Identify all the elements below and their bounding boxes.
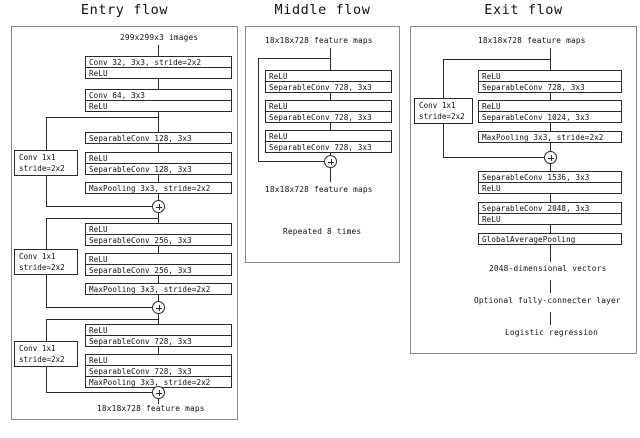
middle-flow-title: Middle flow	[274, 2, 371, 18]
entry-connector-input	[158, 45, 159, 56]
exit-connector-6	[550, 225, 551, 233]
entry-connector-14	[158, 399, 159, 404]
entry-connector-4	[158, 175, 159, 182]
entry-residual-1-line2: stride=2x2	[19, 164, 65, 173]
entry-skip1-left-upper	[46, 117, 47, 150]
entry-skip1-top	[46, 117, 159, 118]
entry-residual-3-line2: stride=2x2	[19, 355, 65, 364]
exit-tail-caption-2: Optional fully-connecter layer	[474, 296, 621, 305]
exit-tail-caption-3: Logistic regression	[505, 328, 598, 337]
entry-box-sep256b: SeparableConv 256, 3x3	[85, 264, 232, 276]
entry-connector-11	[158, 347, 159, 354]
entry-merge-3	[152, 386, 165, 399]
entry-box-sep128b: SeparableConv 128, 3x3	[85, 163, 232, 175]
entry-residual-1-line1: Conv 1x1	[19, 153, 56, 162]
middle-connector-4	[330, 168, 331, 182]
exit-skip-left-upper	[443, 59, 444, 98]
exit-tail-caption-1: 2048-dimensional vectors	[489, 264, 607, 273]
entry-connector-7	[158, 246, 159, 253]
exit-connector-8	[550, 280, 551, 293]
exit-connector-5	[550, 194, 551, 202]
entry-connector-9	[158, 295, 159, 301]
entry-skip2-left-lower	[46, 275, 47, 307]
entry-skip3-bottom	[46, 392, 152, 393]
exit-residual: Conv 1x1 stride=2x2	[414, 98, 473, 124]
exit-connector-7	[550, 245, 551, 262]
entry-skip1-bottom	[46, 206, 152, 207]
exit-skip-bottom	[443, 157, 544, 158]
exit-connector-9	[550, 312, 551, 325]
entry-output-caption: 18x18x728 feature maps	[97, 404, 205, 413]
exit-residual-line1: Conv 1x1	[419, 101, 456, 110]
exit-box-sep728: SeparableConv 728, 3x3	[478, 81, 622, 93]
exit-connector-4	[550, 164, 551, 171]
middle-connector-2	[330, 123, 331, 130]
entry-skip2-left-upper	[46, 218, 47, 249]
entry-connector-5	[158, 194, 159, 200]
exit-connector-1	[550, 93, 551, 100]
entry-connector-8	[158, 276, 159, 283]
middle-box-sep2: SeparableConv 728, 3x3	[265, 111, 392, 123]
entry-residual-2-line2: stride=2x2	[19, 263, 65, 272]
exit-input-caption: 18x18x728 feature maps	[478, 36, 586, 45]
entry-box-relu2: ReLU	[85, 100, 232, 112]
entry-connector-1	[158, 79, 159, 89]
middle-connector-input	[330, 48, 331, 70]
entry-box-sep728a: SeparableConv 728, 3x3	[85, 335, 232, 347]
entry-skip3-left-upper	[46, 319, 47, 341]
middle-connector-3	[330, 153, 331, 155]
entry-box-relu1: ReLU	[85, 67, 232, 79]
exit-box-gap: GlobalAveragePooling	[478, 233, 622, 245]
middle-skip-top	[258, 58, 331, 59]
middle-box-sep1: SeparableConv 728, 3x3	[265, 81, 392, 93]
entry-box-pool2: MaxPooling 3x3, stride=2x2	[85, 283, 232, 295]
exit-residual-line2: stride=2x2	[419, 112, 465, 121]
entry-skip3-top	[46, 319, 159, 320]
entry-residual-3: Conv 1x1 stride=2x2	[14, 341, 78, 367]
entry-input-caption: 299x299x3 images	[120, 33, 199, 42]
entry-residual-2: Conv 1x1 stride=2x2	[14, 249, 78, 275]
middle-output-caption: 18x18x728 feature maps	[265, 185, 373, 194]
entry-merge-2	[152, 301, 165, 314]
exit-box-pool: MaxPooling 3x3, stride=2x2	[478, 131, 622, 143]
entry-residual-3-line1: Conv 1x1	[19, 344, 56, 353]
entry-skip3-left-lower	[46, 367, 47, 392]
exit-connector-2	[550, 123, 551, 131]
entry-flow-title: Entry flow	[80, 2, 169, 18]
entry-merge-1	[152, 200, 165, 213]
entry-skip2-bottom	[46, 307, 152, 308]
middle-merge	[324, 155, 337, 168]
entry-connector-3	[158, 144, 159, 152]
entry-connector-2	[158, 112, 159, 132]
entry-skip2-top	[46, 218, 159, 219]
exit-box-relu3: ReLU	[478, 182, 622, 194]
exit-box-sep1024: SeparableConv 1024, 3x3	[478, 111, 622, 123]
exit-flow-title: Exit flow	[484, 2, 563, 18]
entry-skip1-left-lower	[46, 176, 47, 206]
entry-residual-1: Conv 1x1 stride=2x2	[14, 150, 78, 176]
middle-box-sep3: SeparableConv 728, 3x3	[265, 141, 392, 153]
middle-skip-left	[258, 58, 259, 161]
middle-skip-bottom	[258, 161, 324, 162]
exit-connector-3	[550, 143, 551, 151]
middle-input-caption: 18x18x728 feature maps	[265, 36, 373, 45]
exit-skip-top	[443, 59, 551, 60]
entry-box-pool1: MaxPooling 3x3, stride=2x2	[85, 182, 232, 194]
entry-box-sep256a: SeparableConv 256, 3x3	[85, 234, 232, 246]
middle-connector-1	[330, 93, 331, 100]
exit-merge	[544, 151, 557, 164]
entry-residual-2-line1: Conv 1x1	[19, 252, 56, 261]
entry-box-sep128a: SeparableConv 128, 3x3	[85, 132, 232, 144]
exit-box-relu4: ReLU	[478, 213, 622, 225]
middle-repeat-caption: Repeated 8 times	[283, 227, 362, 236]
exit-skip-left-lower	[443, 124, 444, 157]
